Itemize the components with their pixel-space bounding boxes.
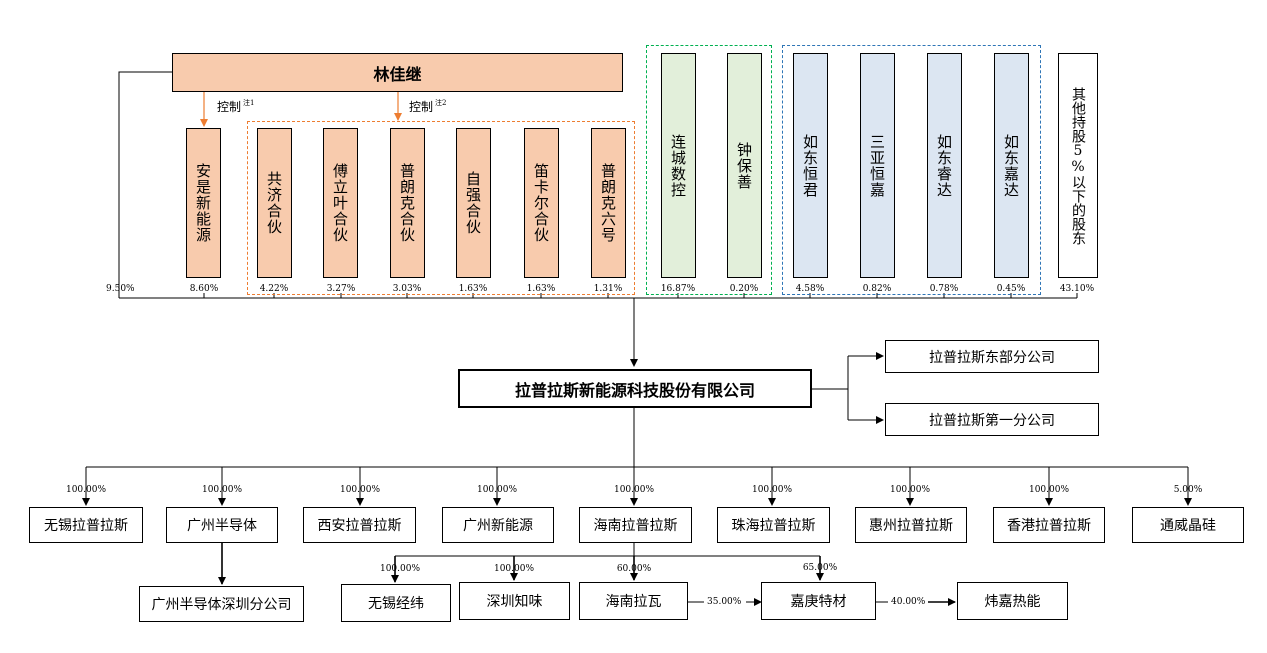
pct-gongji: 4.22% (259, 284, 289, 294)
control-label-2: 控制注2 (409, 99, 447, 114)
subsidiary-tongwei: 通威晶硅 (1132, 507, 1244, 543)
child-jiageng: 嘉庚特材 (761, 582, 876, 620)
child-pct-wuxi-jingwei: 100.00% (379, 564, 421, 574)
shareholder-rudong-jiada: 如东嘉达 (994, 53, 1029, 278)
sub-pct-guangzhou-ne: 100.00% (476, 485, 518, 495)
subsidiary-xian: 西安拉普拉斯 (303, 507, 416, 543)
sub-pct-huizhou: 100.00% (889, 485, 931, 495)
pct-dikaer: 1.63% (526, 284, 556, 294)
pct-pulangke: 3.03% (392, 284, 422, 294)
subsidiary-hainan: 海南拉普拉斯 (579, 507, 692, 543)
end-node-weijia: 炜嘉热能 (957, 582, 1068, 620)
subsidiary-guangzhou-ne: 广州新能源 (442, 507, 554, 543)
subsidiary-guangzhou-semi: 广州半导体 (166, 507, 278, 543)
branch-first: 拉普拉斯第一分公司 (885, 403, 1099, 436)
chain-pct-lawa-jiageng: 35.00% (707, 597, 742, 607)
sub-pct-wuxi: 100.00% (65, 485, 107, 495)
sub-pct-tongwei: 5.00% (1173, 485, 1203, 495)
shareholder-anshi: 安是新能源 (186, 128, 221, 278)
shareholder-others: 其他持股5%以下的股东 (1058, 53, 1098, 278)
rudong-group-frame (782, 45, 1041, 295)
sub-branch-shenzhen: 广州半导体深圳分公司 (139, 586, 304, 622)
shareholder-sanya-hengjia: 三亚恒嘉 (860, 53, 895, 278)
pct-anshi: 8.60% (189, 284, 219, 294)
subsidiary-zhuhai: 珠海拉普拉斯 (717, 507, 830, 543)
pct-pulangke-6: 1.31% (593, 284, 623, 294)
shareholder-lianchengshukong: 连城数控 (661, 53, 696, 278)
child-pct-jiageng: 65.00% (802, 563, 838, 573)
pct-rudong-jiada: 0.45% (996, 284, 1026, 294)
child-shenzhen-zhiwei: 深圳知味 (459, 582, 570, 620)
sub-pct-zhuhai: 100.00% (751, 485, 793, 495)
shareholder-dikaer: 笛卡尔合伙 (524, 128, 559, 278)
pct-rudong-hengjun: 4.58% (795, 284, 825, 294)
shareholder-pulangke: 普朗克合伙 (390, 128, 425, 278)
control-label-1: 控制注1 (217, 99, 255, 114)
sub-pct-hainan: 100.00% (613, 485, 655, 495)
branch-east: 拉普拉斯东部分公司 (885, 340, 1099, 373)
chain-pct-jiageng-weijia: 40.00% (891, 597, 926, 607)
pct-others: 43.10% (1059, 284, 1095, 294)
child-pct-shenzhen-zhiwei: 100.00% (493, 564, 535, 574)
controller-box: 林佳继 (172, 53, 623, 92)
lianceng-group-frame (646, 45, 772, 295)
pct-sanya-hengjia: 0.82% (862, 284, 892, 294)
shareholder-ziqiang: 自强合伙 (456, 128, 491, 278)
subsidiary-wuxi: 无锡拉普拉斯 (29, 507, 143, 543)
subsidiary-hongkong: 香港拉普拉斯 (993, 507, 1105, 543)
child-pct-hainan-lawa: 60.00% (616, 564, 652, 574)
shareholder-zhongbaoshan: 钟保善 (727, 53, 762, 278)
controller-pct: 9.50% (106, 284, 135, 294)
shareholder-fuliye: 傅立叶合伙 (323, 128, 358, 278)
company-box: 拉普拉斯新能源科技股份有限公司 (458, 369, 812, 408)
shareholder-gongji: 共济合伙 (257, 128, 292, 278)
sub-pct-xian: 100.00% (339, 485, 381, 495)
pct-lianchengshukong: 16.87% (660, 284, 696, 294)
pct-zhongbaoshan: 0.20% (729, 284, 759, 294)
sub-pct-hongkong: 100.00% (1028, 485, 1070, 495)
pct-rudong-ruida: 0.78% (929, 284, 959, 294)
child-wuxi-jingwei: 无锡经纬 (341, 584, 451, 622)
shareholder-pulangke-6: 普朗克六号 (591, 128, 626, 278)
child-hainan-lawa: 海南拉瓦 (579, 582, 688, 620)
sub-pct-guangzhou-semi: 100.00% (201, 485, 243, 495)
partnership-group-frame (247, 121, 635, 295)
pct-fuliye: 3.27% (326, 284, 356, 294)
shareholder-rudong-hengjun: 如东恒君 (793, 53, 828, 278)
pct-ziqiang: 1.63% (458, 284, 488, 294)
subsidiary-huizhou: 惠州拉普拉斯 (855, 507, 967, 543)
shareholder-rudong-ruida: 如东睿达 (927, 53, 962, 278)
